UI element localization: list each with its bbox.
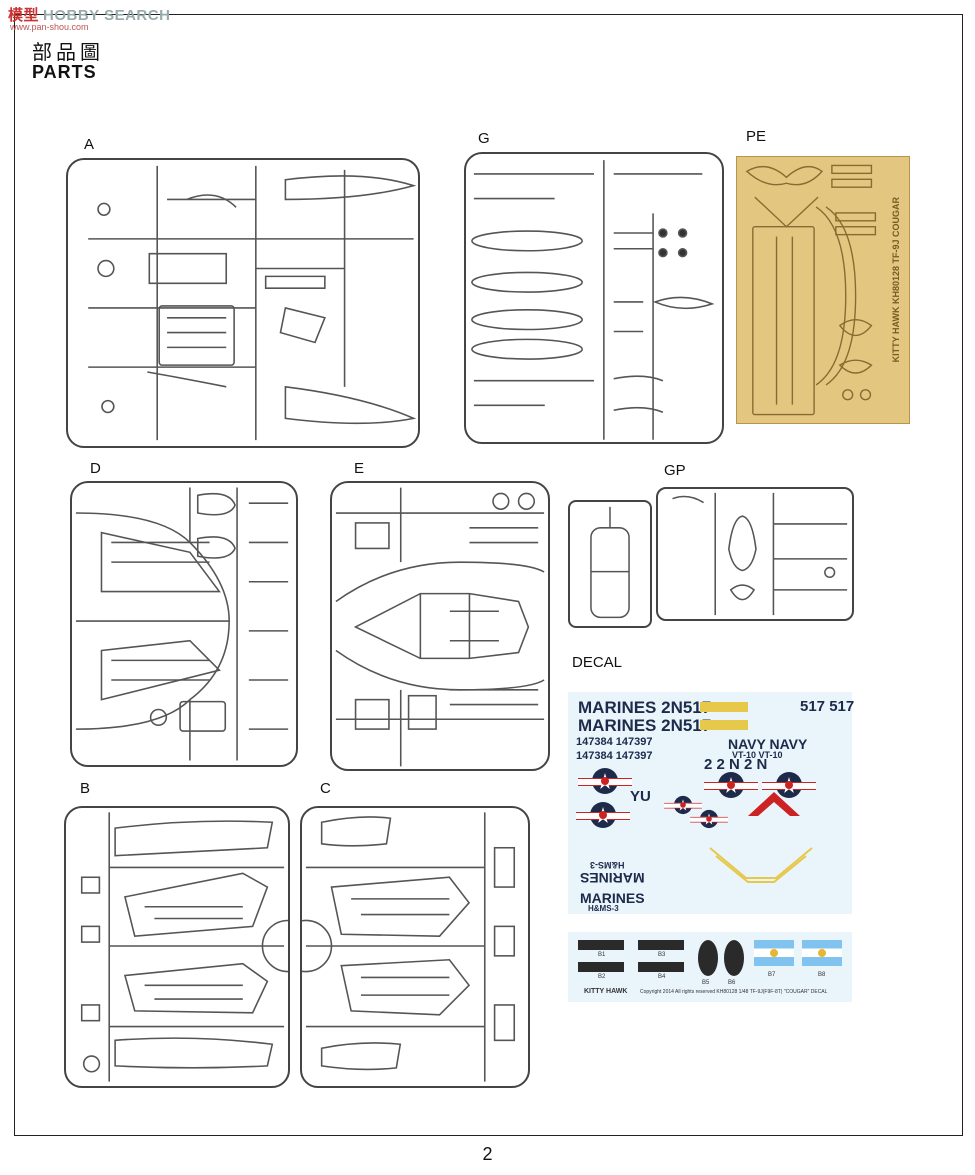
decal-hmms-bottom: H&MS-3 — [588, 904, 619, 913]
sprue-a — [66, 158, 420, 448]
sprue-gp-2 — [656, 487, 854, 621]
page-number: 2 — [482, 1144, 493, 1164]
decal-navy: NAVY NAVY — [728, 736, 808, 752]
decal-stencil-b2 — [578, 962, 624, 972]
decal-num-b4: B4 — [658, 974, 666, 980]
sprue-c-parts — [302, 812, 516, 1082]
decal-yellow-tag-1 — [700, 702, 748, 712]
sprue-g — [464, 152, 724, 444]
photo-etch-sheet: KITTY HAWK KH80128 TF-9J COUGAR — [736, 156, 910, 424]
decal-num-b8: B8 — [818, 972, 826, 978]
decal-yellow-tag-2 — [700, 720, 748, 730]
sprue-g-parts — [471, 160, 715, 440]
decal-instrument-panels — [698, 940, 744, 976]
page-title-cn: 部品圖 — [32, 40, 104, 64]
decal-serials-2: 147384 147397 — [576, 750, 653, 762]
decal-marines-upside: MARINES — [580, 870, 645, 886]
sprue-d-parts — [75, 487, 289, 761]
roundel-1 — [578, 768, 632, 794]
decal-517: 517 517 — [800, 698, 855, 715]
gp-parts — [672, 492, 848, 616]
roundel-4 — [762, 772, 816, 798]
pe-parts — [745, 164, 877, 416]
decal-num-b6: B6 — [728, 980, 736, 986]
argentina-flag-2 — [802, 940, 842, 966]
decal-footer-copyright: Copyright 2014 All rights reserved KH801… — [640, 989, 828, 995]
sprue-pe-label: PE — [746, 128, 767, 145]
decal-stencil-b1 — [578, 940, 624, 950]
sprue-g-label: G — [478, 130, 490, 147]
roundel-2 — [576, 802, 630, 828]
sprue-e-parts — [335, 487, 545, 767]
decal-sheet-2: B1 B2 B3 B4 B5 B6 B7 B8 KITTY HAWK Copyr… — [568, 932, 852, 1002]
argentina-flag-1 — [754, 940, 794, 966]
watermark-icon: 模型 — [8, 7, 40, 24]
watermark-text: HOBBY SEARCH — [43, 7, 171, 24]
decal-serials-1: 147384 147397 — [576, 736, 653, 748]
decal-num-b2: B2 — [598, 974, 606, 980]
sprue-c-label: C — [320, 780, 331, 797]
decal-marines-2: MARINES 2N517 — [578, 716, 712, 735]
decal-stencil-b4 — [638, 962, 684, 972]
sprue-a-label: A — [84, 136, 95, 153]
sprue-b-label: B — [80, 780, 91, 797]
pe-sheet-text: KITTY HAWK KH80128 TF-9J COUGAR — [891, 197, 901, 363]
decal-marines-bottom: MARINES — [580, 890, 645, 906]
decal-num-b7: B7 — [768, 972, 776, 978]
page-title: PARTS — [32, 62, 97, 82]
decal-label: DECAL — [572, 654, 623, 671]
decal-stencil-b3 — [638, 940, 684, 950]
page-frame — [14, 14, 963, 1136]
decal-num-b3: B3 — [658, 952, 666, 958]
decal-num-b1: B1 — [598, 952, 606, 958]
decal-footer-brand: KITTY HAWK — [584, 988, 628, 995]
sprue-d — [70, 481, 298, 767]
gp-canopy-part — [590, 506, 630, 619]
sprue-a-parts — [88, 165, 417, 441]
sprue-e — [330, 481, 550, 771]
roundel-5 — [664, 795, 702, 815]
decal-hmms-upside: H&MS-3 — [590, 860, 625, 870]
decal-yellow-walkway — [709, 847, 813, 883]
decal-num-b5: B5 — [702, 980, 710, 986]
sprue-d-label: D — [90, 460, 101, 477]
roundel-3 — [704, 772, 758, 798]
sprue-c — [300, 806, 530, 1088]
decal-vt10: VT-10 VT-10 — [732, 750, 783, 760]
watermark-url: www.pan-shou.com — [10, 22, 89, 32]
decal-marines-1: MARINES 2N517 — [578, 698, 712, 717]
decal-yu: YU — [630, 788, 651, 805]
sprue-gp-label: GP — [664, 462, 686, 479]
sprue-gp-1 — [568, 500, 652, 628]
sprue-b-parts — [80, 812, 288, 1082]
sprue-e-label: E — [354, 460, 365, 477]
sprue-b — [64, 806, 290, 1088]
decal-sheet: MARINES 2N517 517 517 MARINES 2N517 1473… — [568, 692, 855, 914]
decal-codes: 2 2 N 2 N — [704, 756, 768, 773]
decal-red-chevron — [748, 792, 800, 816]
roundel-6 — [690, 809, 728, 829]
